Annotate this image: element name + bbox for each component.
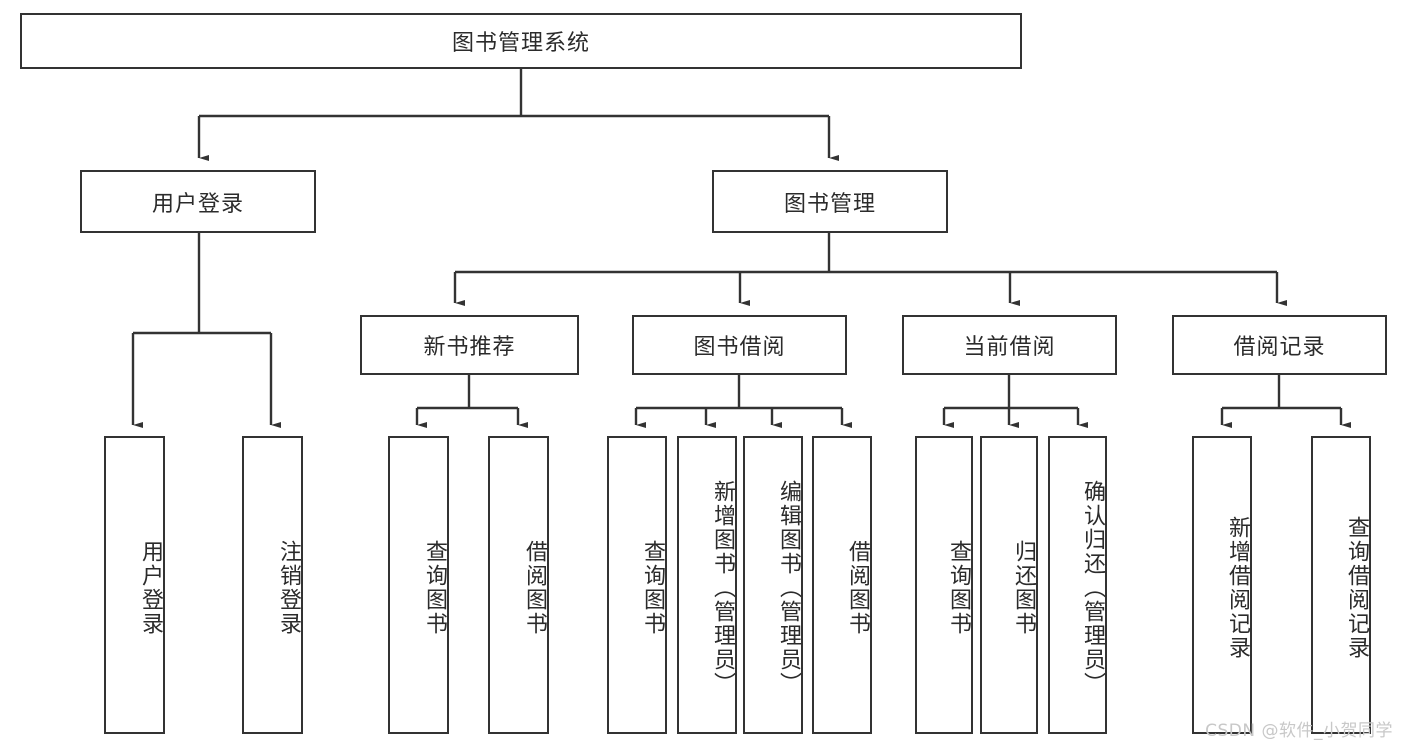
node-label: 用户登录 [151,191,244,217]
node-book-management[interactable]: 图书管理 [712,170,948,233]
node-label: 编辑图书（管理员） [776,480,801,696]
watermark-text: CSDN @软件_小贺同学 [1205,721,1393,741]
leaf-edit-book-admin[interactable]: 编辑图书（管理员） [743,436,803,734]
leaf-query-book-current[interactable]: 查询图书 [915,436,973,734]
leaf-return-book[interactable]: 归还图书 [980,436,1038,734]
leaf-add-book-admin[interactable]: 新增图书（管理员） [677,436,737,734]
node-label: 新增图书（管理员） [710,480,735,696]
node-label: 借阅图书 [522,540,547,636]
leaf-confirm-return-admin[interactable]: 确认归还（管理员） [1048,436,1107,734]
node-label: 注销登录 [276,540,301,636]
node-label: 查询借阅记录 [1344,516,1369,660]
node-book-borrow[interactable]: 图书借阅 [632,315,847,375]
node-label: 查询图书 [946,540,971,636]
leaf-query-book-recommend[interactable]: 查询图书 [388,436,449,734]
node-user-login[interactable]: 用户登录 [80,170,316,233]
node-borrow-record[interactable]: 借阅记录 [1172,315,1387,375]
node-label: 图书管理 [783,191,876,217]
leaf-user-login[interactable]: 用户登录 [104,436,165,734]
leaf-borrow-book[interactable]: 借阅图书 [812,436,872,734]
node-label: 查询图书 [422,540,447,636]
leaf-query-borrow-record[interactable]: 查询借阅记录 [1311,436,1371,734]
leaf-borrow-book-recommend[interactable]: 借阅图书 [488,436,549,734]
node-label: 新书推荐 [423,335,516,360]
leaf-logout[interactable]: 注销登录 [242,436,303,734]
node-label: 当前借阅 [963,335,1056,360]
node-current-borrow[interactable]: 当前借阅 [902,315,1117,375]
node-label: 图书借阅 [693,335,786,360]
node-label: 新增借阅记录 [1225,516,1250,660]
node-root-system[interactable]: 图书管理系统 [20,13,1022,69]
leaf-add-borrow-record[interactable]: 新增借阅记录 [1192,436,1252,734]
node-label: 归还图书 [1011,540,1036,636]
node-label: 查询图书 [640,540,665,636]
node-new-book-recommend[interactable]: 新书推荐 [360,315,579,375]
node-label: 用户登录 [138,540,163,636]
node-label: 确认归还（管理员） [1080,480,1105,696]
node-label: 借阅图书 [845,540,870,636]
leaf-query-book-borrow[interactable]: 查询图书 [607,436,667,734]
node-label: 图书管理系统 [451,31,590,56]
node-label: 借阅记录 [1233,335,1326,360]
